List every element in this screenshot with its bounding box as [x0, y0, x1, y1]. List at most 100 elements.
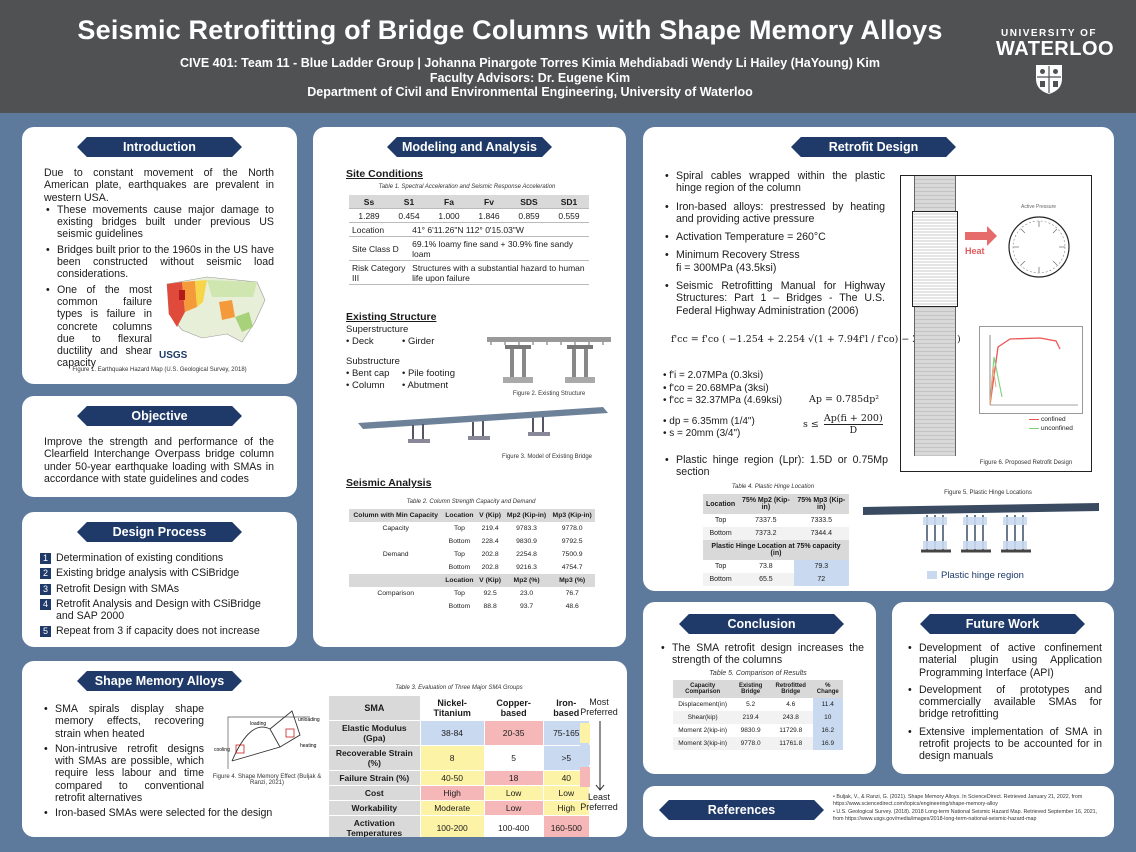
spectral-value: 1.846 [469, 208, 509, 223]
table-cell: Comparison [377, 590, 415, 597]
poster-title: Seismic Retrofitting of Bridge Columns w… [77, 15, 943, 45]
table-cell: Shear(kip) [673, 711, 733, 724]
table-cell: 40 [542, 770, 591, 786]
stress-strain-chart [979, 326, 1083, 414]
table-cell: 202.8 [481, 551, 499, 558]
table-cell: 4.6 [768, 698, 813, 711]
reference-item: U.S. Geological Survey. (2018). 2018 Lon… [833, 809, 1098, 822]
cooling-label: cooling [214, 747, 230, 753]
step-number: 4 [40, 598, 51, 610]
figure3-caption: Figure 3. Model of Existing Bridge [501, 454, 593, 460]
table-cell: 75% Mp3 (Kip-in) [793, 494, 849, 514]
logo-text-main: WATERLOO [996, 38, 1115, 60]
design-process-title: Design Process [77, 522, 242, 542]
table-cell [349, 535, 442, 548]
table-cell: V (Kip) [476, 509, 504, 522]
table-cell: 11729.8 [768, 724, 813, 737]
table-cell: Mp2 (Kip-in) [503, 509, 550, 522]
site-class-value: 69.1% loamy fine sand + 30.9% fine sandy… [409, 236, 589, 261]
table-cell: >5 [542, 745, 591, 771]
table-cell: 100-400 [483, 815, 544, 837]
table-cell: 2254.8 [516, 551, 537, 558]
unconfined-label: unconfined [1041, 425, 1073, 432]
step-text: Retrofit Design with SMAs [56, 582, 180, 595]
table-cell: 92.5 [483, 590, 497, 597]
step-text: Retrofit Analysis and Design with CSiBri… [56, 597, 261, 623]
table-cell: Bottom [448, 538, 471, 545]
sma-bullet: Iron-based SMAs were selected for the de… [42, 807, 292, 820]
table-cell: 100-200 [419, 815, 485, 837]
table-cell: 10 [812, 711, 843, 724]
risk-category-value: Structures with a substantial hazard to … [409, 260, 589, 285]
pile-footing-item: Pile footing [407, 368, 455, 379]
table-cell: Workability [328, 800, 421, 816]
table-cell: 219.4 [481, 525, 499, 532]
location-label: Location [349, 223, 410, 237]
table-cell: Bottom [703, 527, 739, 540]
table-cell: 5 [483, 745, 544, 771]
table2-caption: Table 2. Column Strength Capacity and De… [406, 499, 536, 505]
preference-scale [580, 721, 605, 791]
table-cell: 7337.5 [738, 514, 794, 527]
university-logo: UNIVERSITY OF WATERLOO [996, 28, 1115, 100]
table-cell: 20-35 [483, 720, 544, 746]
risk-category-label: Risk Category III [349, 260, 410, 285]
sma-bullet: SMA spirals display shape memory effects… [42, 703, 204, 740]
step-number: 5 [40, 626, 51, 638]
table-cell: 9778.0 [561, 525, 583, 532]
future-work-title: Future Work [920, 614, 1085, 634]
table-cell: Mp3 (Kip-in) [549, 509, 595, 522]
table-cell: Location [703, 494, 739, 514]
fcc-value: f'cc = 32.37MPa (4.69ksi) [669, 395, 783, 406]
intro-bullet: Bridges built prior to the 1960s in the … [44, 244, 274, 281]
table-cell: Location [442, 509, 477, 522]
figure4-caption: Figure 4. Shape Memory Effect (Buljak & … [212, 774, 322, 786]
table-cell: Capacity Comparison [673, 680, 733, 698]
seismic-analysis-heading: Seismic Analysis [346, 477, 432, 489]
spectral-header: S1 [389, 195, 429, 209]
figure6-caption: Figure 6. Proposed Retrofit Design [979, 460, 1073, 466]
table-cell: 93.7 [519, 603, 534, 610]
stress-strain-plot [989, 335, 1078, 406]
bridge-model-drawing [358, 407, 608, 443]
conclusion-panel: Conclusion The SMA retrofit design incre… [643, 602, 876, 774]
table-cell: 16.9 [812, 737, 843, 750]
table-cell: Failure Strain (%) [328, 770, 421, 786]
fco-value: f'co = 20.68MPa (3ksi) [669, 382, 769, 394]
equation-numerator: Ap(fi + 200) [823, 413, 883, 425]
substructure-label: Substructure [346, 356, 400, 367]
table-cell: Top [453, 525, 465, 532]
sma-panel: Shape Memory Alloys SMA spirals display … [22, 661, 627, 837]
figure5-caption: Figure 5. Plastic Hinge Locations [944, 490, 1032, 496]
table-cell: Moment 2(kip-in) [673, 724, 733, 737]
spiral-wrap-drawing [912, 211, 958, 307]
recovery-stress-value: fi = 300MPa (43.5ksi) [676, 261, 777, 274]
plastic-hinge-drawing [863, 503, 1099, 553]
spectral-value: 0.559 [549, 208, 589, 223]
reference-item: Buljak, V., & Ranzi, G. (2021). Shape Me… [833, 794, 1083, 807]
table-header-cell: Nickel-Titanium [419, 695, 485, 721]
unloading-label: unloading [298, 717, 320, 723]
fi-value: f'i = 2.07MPa (0.3ksi) [669, 370, 764, 381]
abutment-item: Abutment [407, 380, 449, 391]
table-cell: 7344.4 [793, 527, 849, 540]
table-cell: 243.8 [768, 711, 813, 724]
table-cell: 16.2 [812, 724, 843, 737]
objective-text: Improve the strength and performance of … [44, 436, 274, 485]
step-text: Existing bridge analysis with CSiBridge [56, 567, 240, 580]
table-cell: 219.4 [732, 711, 769, 724]
table-cell: Bottom [448, 564, 471, 571]
spectral-header: Fv [469, 195, 509, 209]
existing-structure-heading: Existing Structure [346, 311, 437, 323]
table-header-cell: SMA [328, 695, 421, 721]
table-cell: 8 [419, 745, 485, 771]
